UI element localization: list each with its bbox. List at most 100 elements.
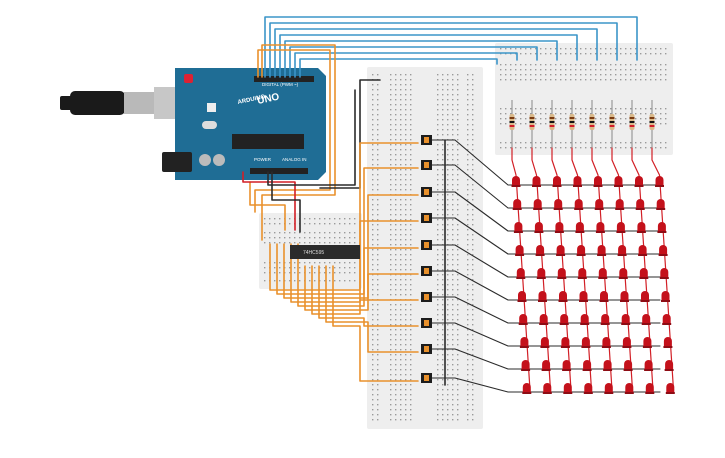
red-column-wire-8 [651, 147, 675, 391]
led-rim [593, 185, 603, 187]
led-rim [539, 323, 549, 325]
orange-wire-transistor-6 [304, 265, 419, 311]
resistor-band-2 [509, 121, 515, 123]
led-r1-c3 [552, 176, 562, 187]
led-r4-c6 [617, 245, 627, 256]
resistor-band-3 [589, 125, 595, 127]
led-r3-c3 [554, 222, 564, 233]
led-body [625, 383, 634, 392]
led-body [615, 199, 624, 208]
led-body [543, 383, 552, 392]
transistor-3 [421, 187, 432, 197]
led-r10-c1 [522, 383, 532, 394]
led-body [553, 176, 561, 185]
led-rim [621, 323, 631, 325]
led-r5-c3 [557, 268, 567, 279]
led-body [534, 222, 543, 231]
led-rim [552, 185, 562, 187]
red-column-wire-5 [591, 147, 613, 391]
led-rim [542, 392, 552, 394]
breadboard-small-holes-a [264, 232, 356, 244]
led-rim [594, 208, 604, 210]
resistor-band-1 [549, 117, 555, 119]
arduino-digital-label: DIGITAL (PWM ~) [262, 82, 299, 87]
orange-wire-transistor-8 [318, 265, 419, 327]
led-body [515, 245, 524, 254]
arduino-capacitor-2 [213, 154, 225, 166]
led-r2-c5 [594, 199, 604, 210]
led-rim [623, 369, 633, 371]
led-r1-c6 [614, 176, 623, 187]
led-body [663, 337, 672, 346]
led-body [622, 337, 631, 346]
resistor-band-3 [649, 125, 655, 127]
led-rim [534, 231, 544, 233]
orange-wire-arduino-1 [254, 49, 331, 213]
led-rim [541, 369, 551, 371]
led-body [532, 176, 541, 185]
breadboard-top-right [495, 43, 673, 155]
led-rim [598, 277, 608, 279]
led-r9-c7 [644, 360, 654, 371]
resistor-band-2 [609, 121, 615, 123]
resistor-5 [589, 100, 595, 148]
led-r1-c7 [634, 176, 644, 187]
led-rim [656, 208, 666, 210]
led-body [563, 383, 572, 392]
led-rim [624, 392, 634, 394]
orange-wire-transistor-7 [311, 265, 419, 315]
led-body [561, 337, 570, 346]
breadboard-small-rail-bottom [264, 280, 356, 282]
arduino-reset-button [184, 74, 193, 83]
resistor-band-2 [649, 121, 655, 123]
led-body [641, 291, 649, 300]
led-rim [599, 300, 609, 302]
resistor-8 [649, 100, 655, 148]
arduino-board [175, 68, 326, 180]
transistor-2 [421, 160, 432, 170]
led-r7-c1 [518, 314, 528, 325]
led-body [618, 245, 627, 254]
led-rim [563, 392, 573, 394]
resistor-band-3 [549, 125, 555, 127]
shift-register-label: 74HC595 [303, 250, 324, 256]
led-rim [665, 392, 675, 394]
led-body [642, 314, 651, 323]
resistor-6 [609, 100, 615, 148]
led-body [665, 360, 674, 369]
blue-wire-5 [284, 40, 558, 78]
led-rim [515, 254, 525, 256]
led-rim [614, 185, 623, 187]
usb-plug-body [70, 91, 125, 115]
led-rim [615, 208, 625, 210]
transistor-tab [424, 137, 429, 143]
led-rim [620, 300, 629, 302]
red-column-wire-2 [531, 147, 552, 391]
led-rim [557, 277, 567, 279]
led-body [600, 291, 608, 300]
transistor-tab [424, 242, 429, 248]
led-rim [622, 346, 632, 348]
led-r8-c2 [540, 337, 550, 348]
led-body [533, 199, 542, 208]
led-rim [536, 277, 546, 279]
breadboard-small-holes-b [264, 262, 356, 274]
led-rim [655, 185, 664, 187]
led-body [573, 176, 582, 185]
red-column-wire-4 [571, 147, 593, 391]
blue-wire-3 [274, 28, 598, 78]
resistor-3 [549, 100, 555, 148]
red-power-wire [242, 171, 296, 231]
transistor-tab [424, 320, 429, 326]
led-r9-c1 [521, 360, 531, 371]
led-r8-c6 [622, 337, 632, 348]
led-rim [573, 185, 582, 187]
led-r9-c5 [603, 360, 613, 371]
resistor-band-2 [629, 121, 635, 123]
led-r1-c1 [511, 176, 521, 187]
shift-register-chip [290, 245, 360, 259]
led-rim [636, 231, 646, 233]
led-r4-c8 [658, 245, 668, 256]
led-rim [580, 323, 590, 325]
arduino-uno: ARDUINO UNO DIGITAL (PWM ~) POWER ANALOG… [162, 68, 326, 180]
